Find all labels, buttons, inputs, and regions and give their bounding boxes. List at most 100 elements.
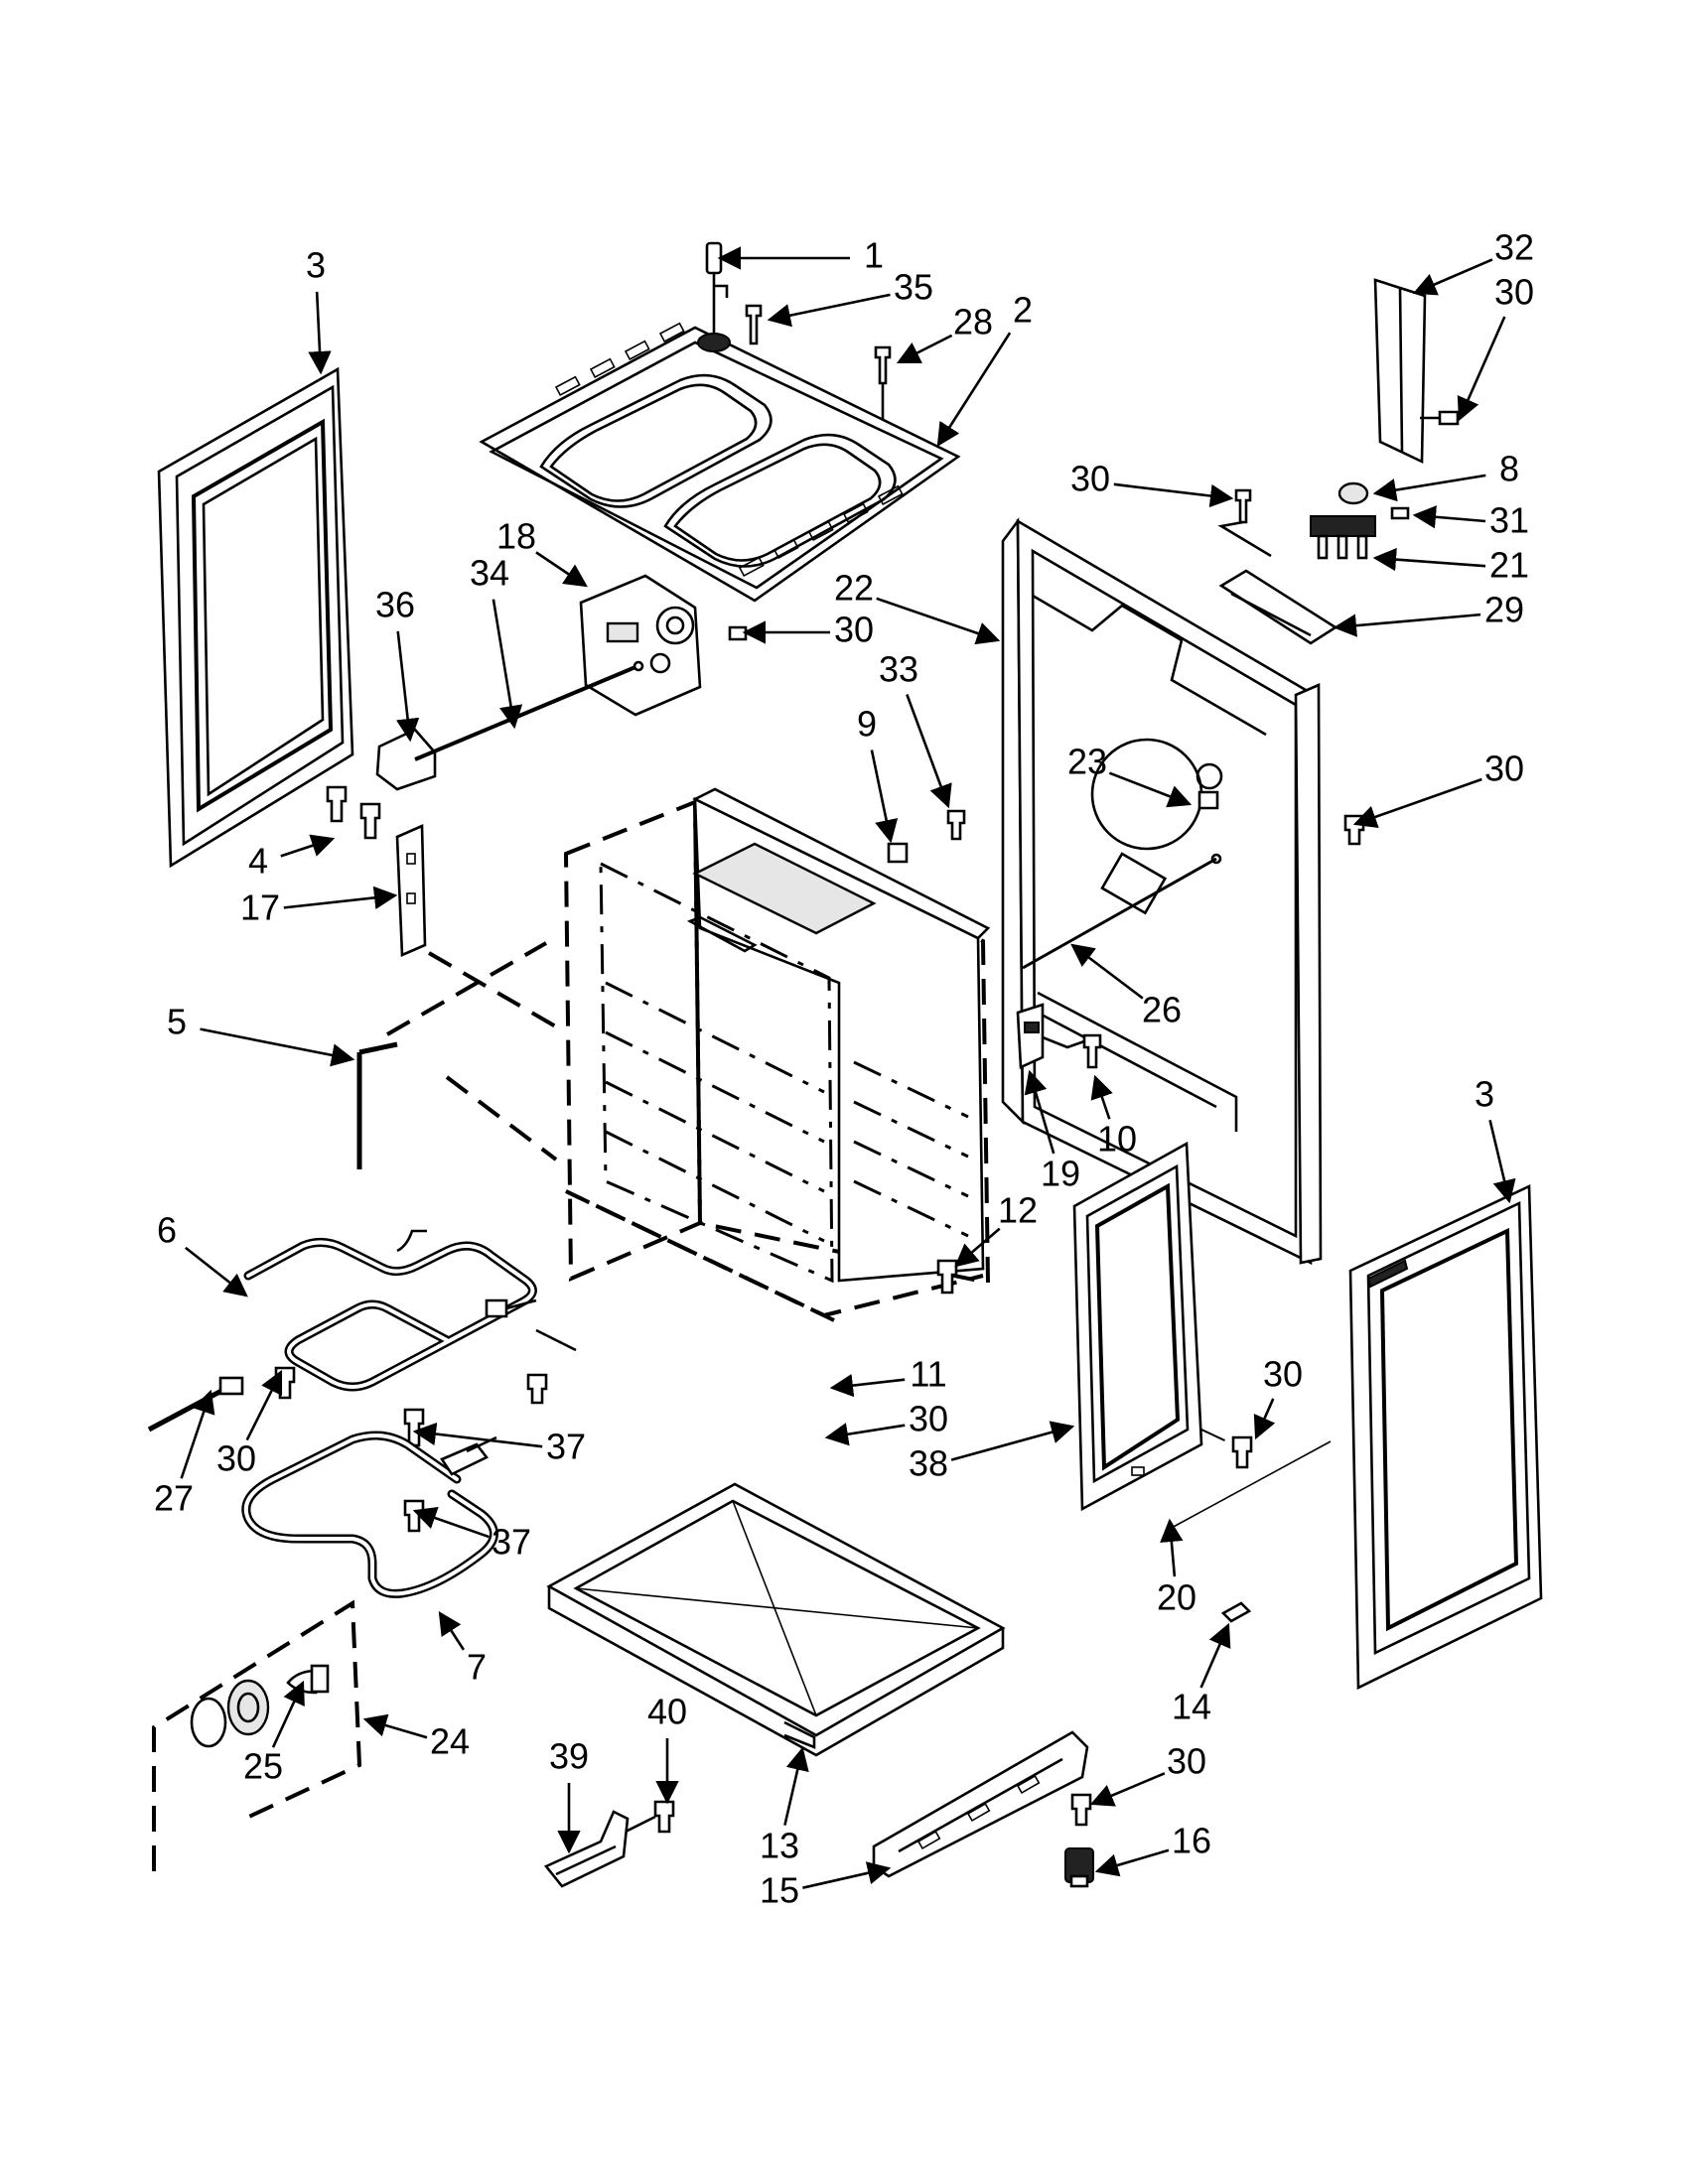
callout-arrow-c21 bbox=[1372, 547, 1486, 572]
latch-bracket bbox=[1016, 1003, 1102, 1069]
callout-label-c21: 21 bbox=[1489, 545, 1529, 586]
control-bracket bbox=[579, 574, 748, 717]
callout-label-c27: 27 bbox=[154, 1478, 194, 1519]
callout-label-c4: 4 bbox=[248, 841, 268, 882]
callout-arrow-c30b bbox=[1113, 482, 1234, 508]
right-door bbox=[1348, 1183, 1543, 1691]
callout-arrow-c5 bbox=[200, 1027, 355, 1067]
callout-label-c32: 32 bbox=[1494, 227, 1534, 268]
callout-label-c15: 15 bbox=[760, 1870, 799, 1911]
callout-label-c18: 18 bbox=[496, 516, 536, 557]
oven-cavity bbox=[563, 787, 991, 1322]
callout-label-c13: 13 bbox=[760, 1826, 799, 1866]
callout-label-c34: 34 bbox=[470, 553, 509, 594]
callout-label-c9: 9 bbox=[857, 704, 877, 745]
callout-label-c24: 24 bbox=[430, 1721, 470, 1762]
callout-arrow-c30a bbox=[1457, 316, 1506, 422]
callout-arrow-c10 bbox=[1090, 1074, 1113, 1120]
bottom-rail bbox=[872, 1730, 1094, 1888]
callout-label-c3b: 3 bbox=[1475, 1074, 1494, 1115]
callout-label-c20: 20 bbox=[1157, 1577, 1196, 1618]
anti-tip-bracket bbox=[543, 1800, 675, 1888]
callout-label-c35: 35 bbox=[894, 267, 933, 308]
callout-label-c6: 6 bbox=[157, 1210, 177, 1251]
callout-arrow-c33 bbox=[906, 694, 952, 809]
left-screws bbox=[326, 785, 381, 840]
callout-arrow-c6 bbox=[185, 1246, 248, 1297]
callout-label-c31: 31 bbox=[1489, 500, 1529, 541]
cavity-clip bbox=[887, 809, 966, 864]
callout-label-c30g: 30 bbox=[216, 1438, 256, 1479]
callout-arrow-c20 bbox=[1160, 1518, 1184, 1577]
callout-label-c12: 12 bbox=[998, 1190, 1038, 1231]
callout-label-c19: 19 bbox=[1041, 1154, 1080, 1194]
hinge-and-rod bbox=[375, 660, 644, 791]
callout-label-c5: 5 bbox=[167, 1002, 187, 1042]
callout-label-c10: 10 bbox=[1097, 1119, 1137, 1160]
callout-arrow-c11 bbox=[829, 1374, 906, 1398]
callout-arrow-c37a bbox=[412, 1422, 543, 1448]
callout-label-c39: 39 bbox=[549, 1736, 589, 1777]
callout-arrow-c22 bbox=[876, 597, 1001, 645]
rear-rod bbox=[1022, 853, 1222, 970]
callout-label-c16: 16 bbox=[1172, 1821, 1211, 1861]
callout-label-c17: 17 bbox=[240, 887, 280, 928]
callout-label-c37a: 37 bbox=[546, 1427, 586, 1467]
temperature-sensor bbox=[147, 1366, 296, 1433]
callout-arrow-c27 bbox=[180, 1389, 215, 1479]
rear-panel bbox=[1001, 517, 1323, 1266]
callout-label-c30b: 30 bbox=[1070, 459, 1110, 499]
callout-arrow-c38 bbox=[950, 1421, 1075, 1461]
callout-label-c30d: 30 bbox=[1484, 749, 1524, 789]
callout-arrow-c30d bbox=[1352, 777, 1482, 829]
callout-arrow-c13 bbox=[783, 1746, 809, 1826]
callout-label-c30f: 30 bbox=[1263, 1354, 1303, 1395]
callout-arrow-c24 bbox=[362, 1713, 428, 1739]
callout-label-c2: 2 bbox=[1013, 290, 1033, 331]
left-side-panel bbox=[157, 366, 354, 869]
callout-arrow-c3b bbox=[1488, 1120, 1516, 1204]
callout-label-c11: 11 bbox=[910, 1354, 946, 1395]
callout-arrow-c16 bbox=[1094, 1848, 1170, 1877]
callout-label-c25: 25 bbox=[243, 1746, 283, 1787]
hinge-receiver bbox=[395, 824, 568, 1034]
callout-label-c33: 33 bbox=[879, 649, 918, 690]
callout-arrow-c4 bbox=[280, 834, 336, 858]
callout-label-c30e: 30 bbox=[909, 1399, 948, 1439]
callout-arrow-c25 bbox=[271, 1680, 305, 1748]
callout-label-c1: 1 bbox=[864, 235, 884, 276]
callout-arrow-c23 bbox=[1108, 771, 1193, 808]
callout-label-c36: 36 bbox=[375, 585, 415, 625]
callout-arrow-c32 bbox=[1412, 258, 1493, 296]
top-fasteners bbox=[705, 241, 892, 427]
callout-arrow-c14 bbox=[1199, 1622, 1231, 1689]
gasket bbox=[356, 941, 558, 1169]
callout-arrow-c35 bbox=[767, 293, 891, 328]
callout-label-c7: 7 bbox=[467, 1647, 487, 1688]
callout-label-c26: 26 bbox=[1142, 990, 1182, 1030]
callout-arrow-c26 bbox=[1070, 943, 1144, 1000]
callout-label-c14: 14 bbox=[1172, 1687, 1211, 1727]
callout-arrow-c12 bbox=[954, 1227, 1001, 1268]
callout-arrow-c15 bbox=[802, 1861, 892, 1889]
callout-label-c29: 29 bbox=[1484, 590, 1524, 630]
callout-label-c40: 40 bbox=[647, 1692, 687, 1732]
top-panel bbox=[479, 322, 961, 603]
rear-panel-screw bbox=[1343, 814, 1365, 846]
broil-element bbox=[243, 1229, 577, 1392]
rear-bracket bbox=[1373, 278, 1460, 465]
callout-label-c22: 22 bbox=[834, 568, 874, 609]
callout-label-c30a: 30 bbox=[1494, 272, 1534, 313]
callout-arrow-c8 bbox=[1372, 474, 1486, 502]
callout-arrow-c37b bbox=[412, 1506, 490, 1539]
callout-arrow-c31 bbox=[1412, 505, 1486, 529]
callout-label-c3a: 3 bbox=[306, 245, 326, 286]
callout-label-c30h: 30 bbox=[1167, 1741, 1206, 1782]
callout-arrow-c30g bbox=[245, 1369, 283, 1441]
callout-label-c37b: 37 bbox=[492, 1522, 531, 1563]
callout-arrow-c30h bbox=[1089, 1772, 1166, 1807]
light-assembly bbox=[152, 1599, 362, 1871]
callout-arrow-c30f bbox=[1253, 1398, 1276, 1440]
